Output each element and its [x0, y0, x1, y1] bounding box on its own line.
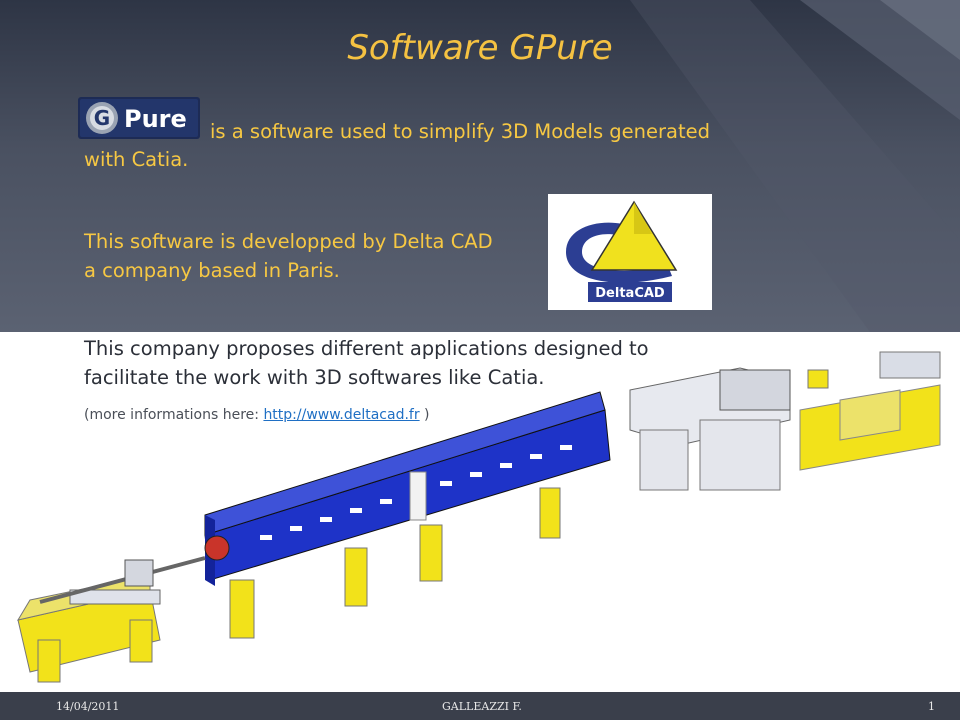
text-line-2: with Catia. [84, 148, 189, 171]
more-info-prefix: (more informations here: [84, 407, 264, 423]
deltacad-link[interactable]: http://www.deltacad.fr [263, 407, 420, 423]
text-line-6: facilitate the work with 3D softwares li… [84, 366, 545, 389]
more-info-line: (more informations here: http://www.delt… [84, 407, 430, 423]
footer-author: GALLEAZZI F. [442, 700, 522, 713]
text-line-5: This company proposes different applicat… [84, 337, 649, 360]
text-line-4: a company based in Paris. [84, 259, 340, 282]
deltacad-logo-text: DeltaCAD [595, 286, 665, 301]
deltacad-logo: DeltaCAD [548, 194, 712, 310]
slide-footer [0, 692, 960, 720]
slide-title: Software GPure [347, 28, 613, 68]
gpure-logo-letter: G [94, 106, 110, 130]
footer-date: 14/04/2011 [56, 700, 120, 713]
gpure-logo-text: Pure [124, 105, 187, 133]
more-info-suffix: ) [419, 407, 430, 423]
text-line-3: This software is developped by Delta CAD [84, 230, 493, 253]
decorative-background-shapes [630, 0, 960, 332]
slide-header-background [0, 0, 960, 332]
gpure-logo: G Pure [78, 97, 200, 139]
text-line-1: is a software used to simplify 3D Models… [210, 120, 711, 143]
footer-page-number: 1 [928, 700, 935, 713]
beamline-machine-illustration [16, 351, 941, 683]
